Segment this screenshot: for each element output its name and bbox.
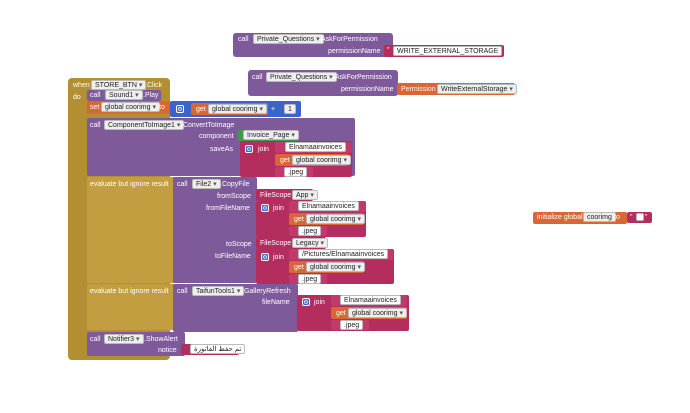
notice-label: notice	[158, 347, 177, 354]
method-name: .ShowAlert	[144, 336, 178, 343]
call-keyword: call	[90, 92, 101, 99]
fromfilename-label: fromFileName	[206, 205, 250, 212]
copy-file-block[interactable]	[173, 177, 257, 283]
component-dropdown[interactable]: Notifier3	[104, 334, 144, 344]
get-keyword: get	[336, 310, 346, 317]
set-keyword: set	[90, 104, 100, 111]
to-keyword: to	[159, 104, 165, 111]
get-keyword: get	[196, 106, 206, 113]
tofilename-label: toFileName	[215, 253, 251, 260]
filescope-kind: FileScope	[260, 240, 292, 247]
call-keyword: call	[177, 288, 188, 295]
filescope-dropdown[interactable]: App	[292, 190, 318, 200]
join-keyword: join	[314, 299, 325, 306]
evaluate-ignore-block[interactable]	[87, 177, 177, 283]
text-value[interactable]: /Pictures/Elnamaainvoices	[298, 249, 389, 259]
text-value[interactable]: .jpeg	[298, 274, 322, 284]
gear-icon[interactable]: ⚙	[302, 298, 310, 306]
call-keyword: call	[238, 36, 249, 43]
number-value[interactable]: 1	[284, 104, 296, 114]
gear-icon[interactable]: ⚙	[261, 204, 269, 212]
permission-dropdown[interactable]: WriteExternalStorage	[437, 84, 517, 94]
when-keyword: when	[73, 82, 90, 89]
method-name: .AskForPermission	[333, 74, 392, 81]
component-dropdown[interactable]: Private_Questions	[253, 34, 324, 44]
do-keyword: do	[73, 94, 81, 101]
text-value[interactable]: Elnamaainvoices	[285, 142, 346, 152]
variable-dropdown[interactable]: global coorimg	[348, 308, 407, 318]
get-keyword: get	[280, 157, 290, 164]
operator: +	[271, 106, 276, 113]
text-value[interactable]: تم حفظ الفاتورة	[190, 344, 246, 354]
method-name: .ConvertToImage	[181, 122, 235, 129]
call-keyword: call	[90, 336, 101, 343]
join-keyword: join	[273, 254, 284, 261]
component-dropdown[interactable]: File2	[192, 179, 221, 189]
saveas-label: saveAs	[210, 146, 233, 153]
variable-dropdown[interactable]: global coorimg	[306, 214, 365, 224]
to-keyword: to	[614, 214, 620, 221]
ignore-label: evaluate but ignore result	[90, 288, 169, 295]
gear-icon[interactable]: ⚙	[261, 253, 269, 261]
join-keyword: join	[258, 146, 269, 153]
get-keyword: get	[294, 216, 304, 223]
evaluate-ignore-block[interactable]	[87, 284, 177, 330]
empty-text-value[interactable]	[636, 213, 644, 221]
text-value[interactable]: Elnamaainvoices	[340, 295, 401, 305]
call-keyword: call	[177, 181, 188, 188]
component-value[interactable]: Invoice_Page	[243, 130, 299, 140]
variable-dropdown[interactable]: global coorimg	[208, 104, 267, 114]
quote-icon: "	[630, 214, 633, 221]
quote-icon: "	[387, 47, 390, 54]
component-dropdown[interactable]: STORE_BTN	[91, 80, 147, 90]
permission-label: Permission	[401, 86, 436, 93]
ignore-label: evaluate but ignore result	[90, 181, 169, 188]
filescope-kind: FileScope	[260, 192, 292, 199]
text-value[interactable]: .jpeg	[284, 167, 308, 177]
filescope-dropdown[interactable]: Legacy	[292, 238, 329, 248]
call-keyword: call	[90, 122, 101, 129]
join-keyword: join	[273, 205, 284, 212]
variable-name[interactable]: coorimg	[583, 212, 616, 222]
quote-icon: "	[496, 47, 499, 54]
method-name: .AskForPermission	[319, 36, 378, 43]
event-name: .Click	[145, 82, 163, 89]
gear-icon[interactable]: ⚙	[245, 145, 253, 153]
quote-icon: "	[645, 214, 648, 221]
variable-dropdown[interactable]: global coorimg	[306, 262, 365, 272]
component-dropdown[interactable]: Private_Questions	[266, 72, 337, 82]
gear-icon[interactable]: ⚙	[176, 105, 184, 113]
variable-dropdown[interactable]: global coorimg	[101, 102, 160, 112]
param-label: permissionName	[341, 86, 394, 93]
filename-label: fileName	[262, 299, 290, 306]
text-value[interactable]: .jpeg	[340, 320, 364, 330]
text-value[interactable]: WRITE_EXTERNAL_STORAGE	[393, 46, 503, 56]
component-label: component	[199, 133, 234, 140]
component-dropdown[interactable]: TaifunTools1	[192, 286, 245, 296]
variable-dropdown[interactable]: global coorimg	[292, 155, 351, 165]
initialize-label: initialize global	[537, 214, 583, 221]
text-value[interactable]: .jpeg	[298, 226, 322, 236]
method-name: .CopyFile	[220, 181, 250, 188]
component-dropdown[interactable]: Sound1	[105, 90, 143, 100]
component-dropdown[interactable]: ComponentToImage1	[104, 120, 185, 130]
text-value[interactable]: Elnamaainvoices	[298, 201, 359, 211]
toscope-label: toScope	[226, 241, 252, 248]
fromscope-label: fromScope	[217, 193, 251, 200]
get-keyword: get	[294, 264, 304, 271]
method-name: .Play	[143, 92, 159, 99]
param-label: permissionName	[328, 48, 381, 55]
method-name: .GalleryRefresh	[242, 288, 291, 295]
call-keyword: call	[252, 74, 263, 81]
